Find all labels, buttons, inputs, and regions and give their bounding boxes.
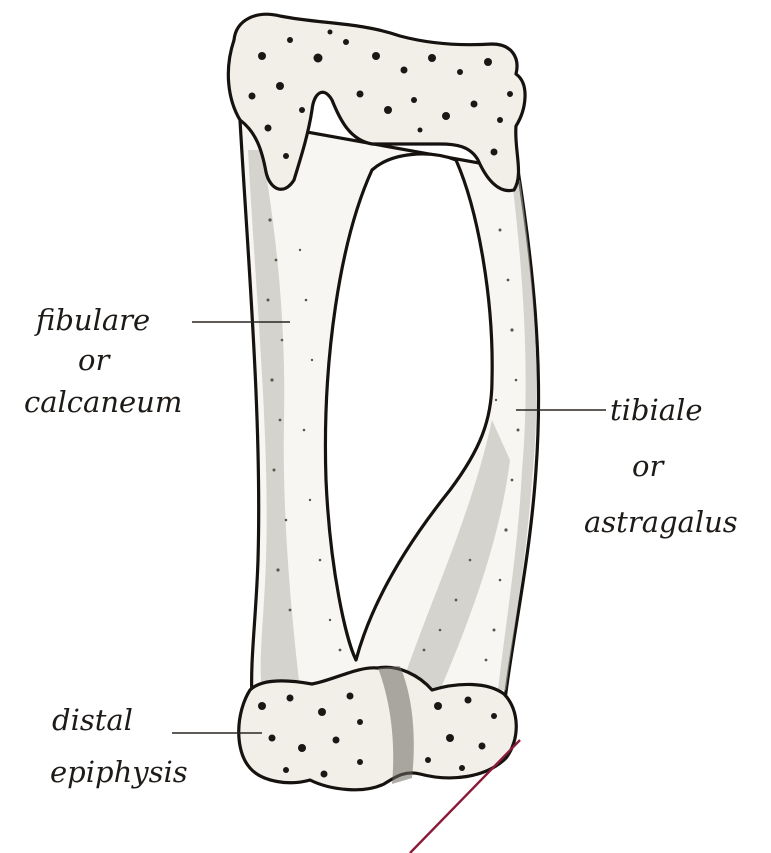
- fibulare-label-line1: fibulare: [34, 303, 150, 337]
- tibiale-label-line3: astragalus: [584, 505, 738, 539]
- tibiale-label-line2: or: [632, 449, 665, 483]
- fibulare-label-line2: or: [78, 343, 111, 377]
- tibiale-label-line1: tibiale: [610, 393, 703, 427]
- distal-label-line2: epiphysis: [50, 755, 188, 789]
- fibulare-label-line3: calcaneum: [24, 385, 182, 419]
- distal-label-line1: distal: [52, 703, 133, 737]
- distal-epiphysis-shape: [239, 667, 517, 790]
